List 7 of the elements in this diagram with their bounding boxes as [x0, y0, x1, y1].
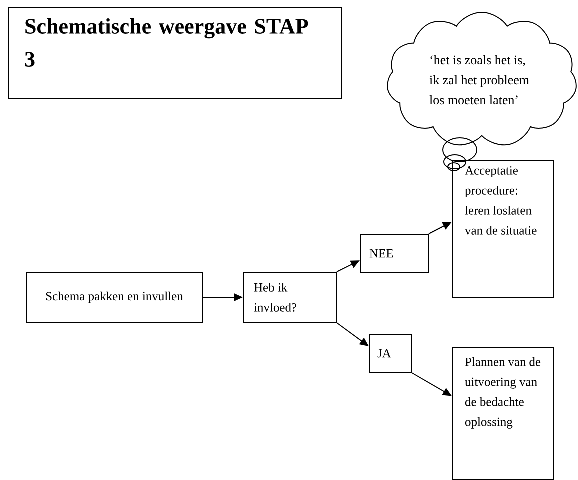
title: Schematische weergave STAP 3	[25, 18, 308, 67]
process-box: Plannen van de uitvoering van de bedachte oplossing	[452, 347, 554, 480]
process-box: Heb ik invloed?	[243, 272, 337, 323]
process-box: Schema pakken en invullen	[26, 272, 203, 323]
answer-box: NEE	[360, 234, 429, 273]
answer-box: JA	[369, 334, 412, 373]
process-box: Acceptatie procedure: leren loslaten van de situatie	[452, 160, 554, 298]
